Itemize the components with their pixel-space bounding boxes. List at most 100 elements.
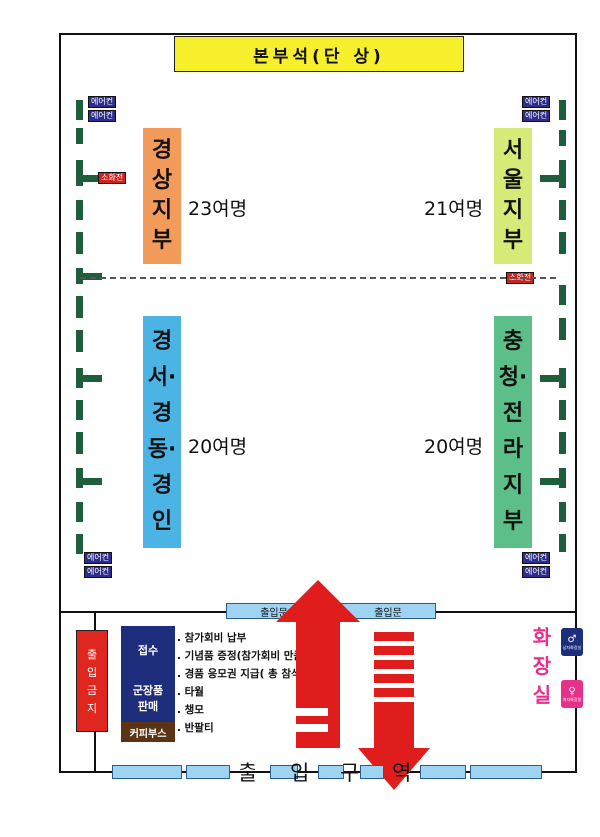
left-wall-seg xyxy=(76,296,83,318)
service-item: . 기념품 증정(참가회비 만큼) xyxy=(177,650,308,662)
left-wall-seg xyxy=(76,100,83,120)
right-wall-seg xyxy=(559,534,566,552)
block-char: 경 xyxy=(151,138,173,163)
block-char: 울 xyxy=(502,168,524,193)
male-restroom-icon: ♂ 남자화장실 xyxy=(561,628,583,656)
aircon-tag: 에어컨 xyxy=(84,552,113,564)
right-wall-seg xyxy=(559,318,566,340)
female-restroom-icon: ♀ 여자화장실 xyxy=(561,680,583,708)
goods-label-line2: 판매 xyxy=(137,700,159,713)
block-char: 경 xyxy=(151,473,173,498)
goods-label-line1: 군장품 xyxy=(132,684,164,697)
left-wall-seg xyxy=(76,502,83,522)
exit-arrow-stripe xyxy=(374,646,414,655)
left-door-stub xyxy=(76,478,102,485)
entry-strip-seg xyxy=(318,765,344,779)
entry-arrow-stripe xyxy=(288,708,328,716)
block-char: 경 xyxy=(151,401,173,426)
hydrant-tag: 소화전 xyxy=(98,172,127,184)
no-entry-char: 금 xyxy=(86,684,98,697)
entry-strip-seg xyxy=(470,765,542,779)
block-char: 지 xyxy=(502,198,524,223)
male-restroom-label: 남자화장실 xyxy=(562,645,582,650)
right-wall-seg xyxy=(559,400,566,420)
entry-arrow-stripe xyxy=(288,724,328,732)
block-char: 서 xyxy=(502,138,524,163)
coffee-label: 커피부스 xyxy=(129,728,167,740)
restroom-char: 화 xyxy=(532,625,552,649)
right-door-stub xyxy=(540,478,566,485)
female-figure-icon: ♀ xyxy=(568,686,576,697)
right-wall-seg xyxy=(559,160,566,188)
left-door-stub xyxy=(76,175,102,182)
entry-strip-seg xyxy=(360,765,384,779)
right-wall-seg xyxy=(559,130,566,146)
no-entry-zone: 출 입 금 지 xyxy=(76,630,108,732)
no-entry-char: 지 xyxy=(86,702,98,715)
block-gyeongseo: 경 서· 경 동· 경 인 xyxy=(143,316,181,548)
section-divider-line xyxy=(80,277,556,279)
exit-arrow-stripe xyxy=(374,674,414,683)
block-char: 지 xyxy=(502,473,524,498)
block-char: 라 xyxy=(502,437,524,462)
left-wall-seg xyxy=(76,400,83,420)
entry-strip-seg xyxy=(112,765,182,779)
count-gyeongsang: 23여명 xyxy=(188,198,248,220)
coffee-booth: 커피부스 xyxy=(121,722,175,742)
no-entry-char: 출 xyxy=(86,648,98,661)
right-wall-seg xyxy=(559,200,566,220)
count-chungcheong: 20여명 xyxy=(424,436,484,458)
restroom-char: 장 xyxy=(532,654,552,678)
block-char: 경 xyxy=(151,329,173,354)
reception-booth: 접수 xyxy=(121,626,175,674)
right-door-stub xyxy=(540,375,566,382)
exit-arrow-stripe xyxy=(374,660,414,669)
right-wall-seg xyxy=(559,502,566,522)
entry-zone-char: 출 xyxy=(238,761,258,785)
service-item: . 경품 응모권 지급( 총 참석인원) xyxy=(177,668,325,680)
block-seoul: 서 울 지 부 xyxy=(494,128,532,264)
count-seoul: 21여명 xyxy=(424,198,484,220)
restroom-title: 화 장 실 xyxy=(528,626,556,707)
entry-zone-char: 역 xyxy=(392,761,412,785)
female-restroom-label: 여자화장실 xyxy=(562,697,582,702)
service-item: . 챙모 xyxy=(177,704,204,716)
entry-arrow-up-icon xyxy=(276,580,360,748)
block-char: 충 xyxy=(502,329,524,354)
aircon-tag: 에어컨 xyxy=(88,96,117,108)
exit-arrow-stripe xyxy=(374,632,414,641)
block-char: 지 xyxy=(151,198,173,223)
left-wall-seg xyxy=(76,534,83,554)
right-wall-seg xyxy=(559,285,566,305)
block-gyeongsang: 경 상 지 부 xyxy=(143,128,181,264)
service-item: . 타월 xyxy=(177,686,204,698)
entry-strip-seg xyxy=(270,765,298,779)
left-wall-seg xyxy=(76,232,83,254)
block-char: 동· xyxy=(147,437,177,462)
stage-head-table: 본부석(단 상) xyxy=(174,36,464,72)
block-char: 서· xyxy=(147,365,177,390)
block-char: 인 xyxy=(151,509,173,534)
aircon-tag: 에어컨 xyxy=(84,566,113,578)
left-wall-seg xyxy=(76,200,83,220)
block-chungcheong: 충 청· 전 라 지 부 xyxy=(494,316,532,548)
entry-zone-char: 구 xyxy=(340,761,360,785)
restroom-char: 실 xyxy=(532,683,552,707)
block-char: 상 xyxy=(151,168,173,193)
aircon-tag: 에어컨 xyxy=(522,552,551,564)
left-door-stub xyxy=(76,375,102,382)
left-wall-seg xyxy=(76,128,83,144)
left-wall-seg xyxy=(76,330,83,352)
left-door-stub xyxy=(76,273,102,280)
aircon-tag: 에어컨 xyxy=(88,110,117,122)
goods-booth: 군장품 판매 xyxy=(121,674,175,722)
service-item: . 반팔티 xyxy=(177,722,214,734)
left-wall-seg xyxy=(76,432,83,454)
right-door-stub xyxy=(540,175,566,182)
right-wall-seg xyxy=(559,100,566,120)
aircon-tag: 에어컨 xyxy=(522,110,551,122)
right-wall-seg xyxy=(559,432,566,454)
reception-label: 접수 xyxy=(137,644,159,657)
block-char: 전 xyxy=(502,401,524,426)
entry-zone-char: 입 xyxy=(290,761,310,785)
